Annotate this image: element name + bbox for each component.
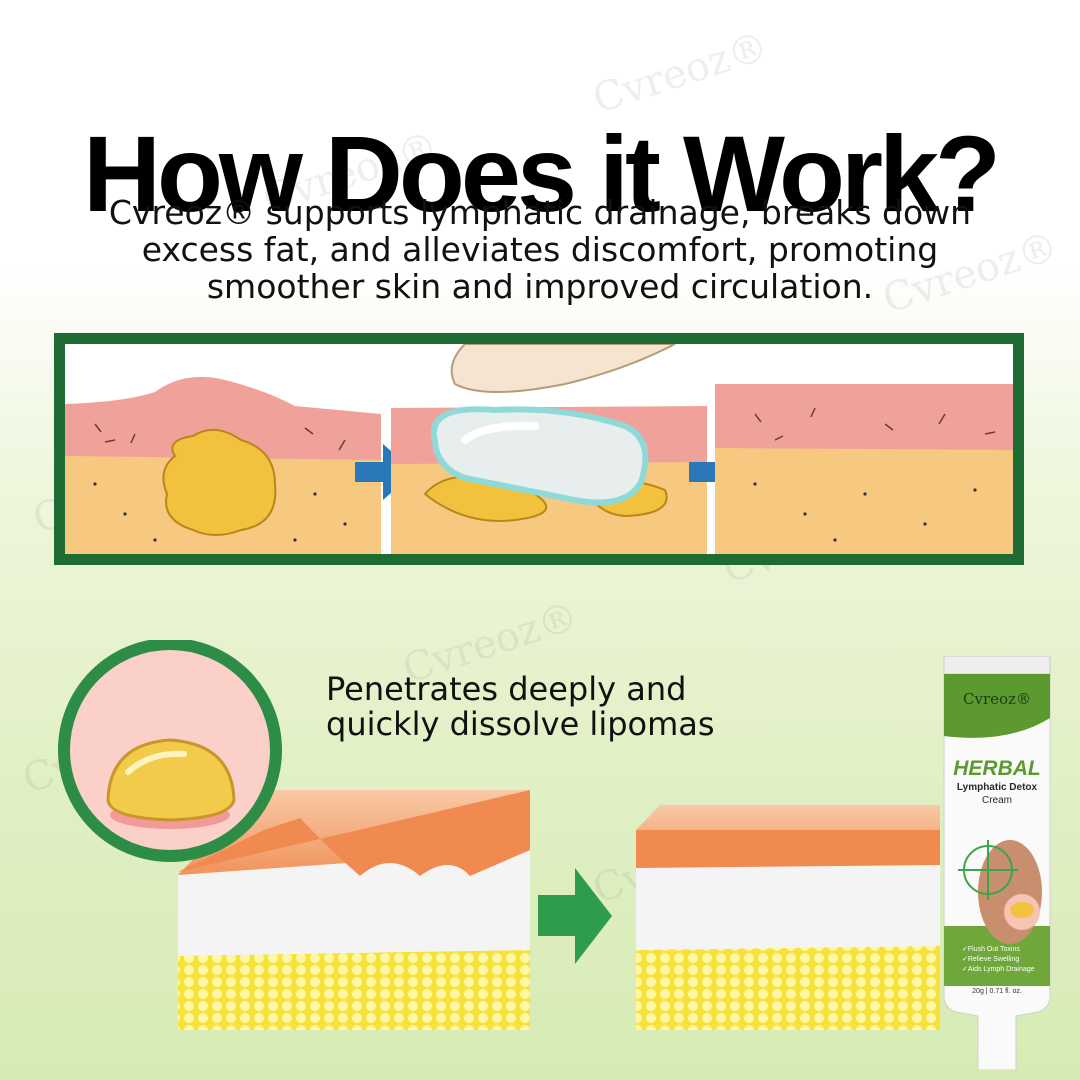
product-benefits: Flush Out Toxins Relieve Swelling Aids L…	[962, 945, 1054, 975]
caption-line: quickly dissolve lipomas	[326, 705, 715, 743]
description-line: smoother skin and improved circulation.	[206, 267, 874, 306]
description: Cvreoz® supports lymphatic drainage, bre…	[40, 194, 1040, 305]
skin-section-treatment	[391, 344, 707, 554]
lipoma-zoom-circle	[58, 640, 282, 862]
page-title: How Does it Work?	[82, 113, 1001, 235]
skin-section-after	[715, 344, 1013, 554]
arrow-right-icon	[355, 444, 415, 500]
product-name: HERBAL	[953, 757, 1041, 780]
skin-section-before	[65, 344, 381, 554]
process-illustration	[65, 344, 1013, 554]
caption-line: Penetrates deeply and	[326, 670, 687, 708]
product-subtitle: Lymphatic Detox	[956, 782, 1038, 793]
tube-shape	[943, 656, 1051, 1070]
description-line: Cvreoz® supports lymphatic drainage, bre…	[108, 193, 972, 232]
product-type: Cream	[981, 795, 1012, 806]
process-illustration-panel	[54, 333, 1024, 565]
product-tube: Cvreoz® HERBAL Lymphatic Detox Cream Flu…	[938, 656, 1056, 1070]
description-line: excess fat, and alleviates discomfort, p…	[141, 230, 939, 269]
penetration-caption: Penetrates deeply and quickly dissolve l…	[326, 672, 786, 742]
benefit-item: Flush Out Toxins	[962, 945, 1054, 955]
product-size: 20g | 0.71 fl. oz.	[972, 988, 1022, 995]
skin-block-before	[178, 790, 530, 1030]
arrow-right-icon	[538, 868, 612, 964]
skin-block-illustration	[58, 640, 940, 1030]
watermark: Cvreoz®	[587, 23, 774, 123]
benefit-item: Relieve Swelling	[962, 955, 1054, 965]
product-brand: Cvreoz®	[963, 690, 1031, 708]
skin-block-after	[636, 805, 940, 1030]
benefit-item: Aids Lymph Drainage	[962, 965, 1054, 975]
